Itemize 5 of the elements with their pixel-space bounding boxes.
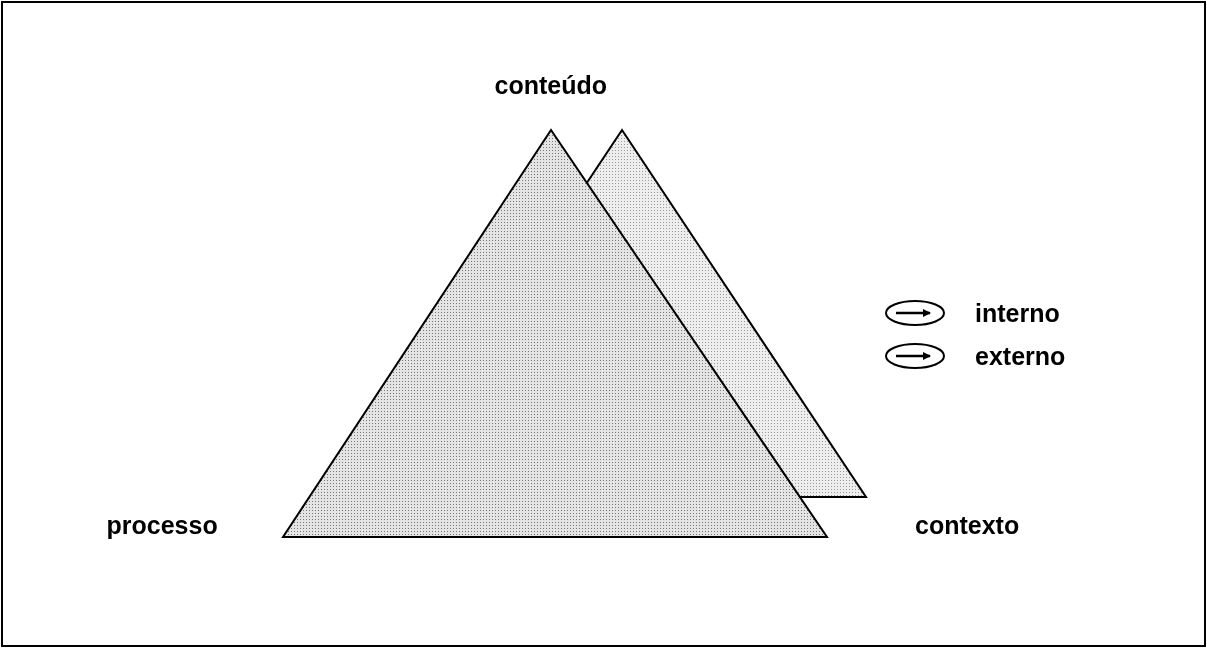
legend-label: interno (975, 300, 1060, 326)
corner-label: processo (106, 512, 218, 538)
legend-label: externo (975, 343, 1066, 369)
corner-label: contexto (915, 512, 1020, 538)
corner-label: conteúdo (494, 72, 607, 98)
